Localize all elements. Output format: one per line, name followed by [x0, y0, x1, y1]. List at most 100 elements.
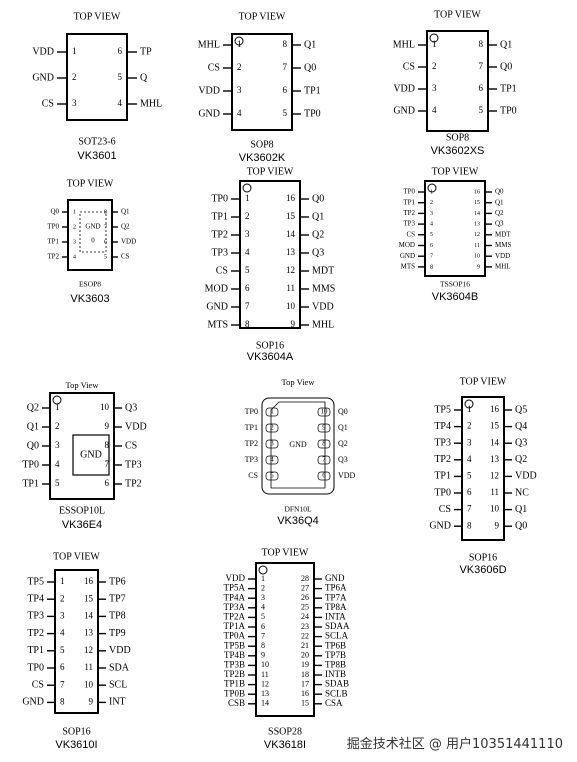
pin-number: 9: [89, 696, 94, 706]
model-name: VK36Q4: [277, 515, 319, 527]
pin-signal: TP1A: [223, 621, 245, 631]
pin-number: 1: [245, 193, 250, 203]
pin-signal: TP8A: [325, 602, 347, 612]
pin-number: 3: [261, 593, 265, 602]
pin-number: 11: [261, 670, 269, 679]
top-view-label: TOP VIEW: [239, 11, 286, 22]
pin-number: 2: [237, 62, 242, 72]
model-name: VK3606D: [459, 564, 506, 576]
pin-number: 3: [430, 211, 433, 217]
package-body: [261, 397, 335, 495]
pin-number: 16: [286, 193, 296, 203]
exposed-pad: [72, 434, 110, 476]
pin-signal: TP4: [434, 421, 451, 432]
chip-vk3606d: TOP VIEW1TP52TP43TP34TP25TP16TP07CS8GND1…: [429, 376, 536, 576]
pin-signal: TP5B: [224, 640, 245, 650]
pin-signal: TP2: [125, 478, 142, 489]
pin-signal: TP1: [211, 211, 228, 222]
pin-signal: Q1: [312, 211, 324, 222]
pin-number: 8: [105, 440, 110, 450]
pin-number: 10: [490, 504, 500, 514]
pin-number: 5: [270, 472, 274, 480]
pin-number: 1: [237, 39, 242, 49]
pin-number: 1: [60, 576, 65, 586]
pin-signal: TP5: [27, 576, 44, 587]
pad-label: GND: [289, 440, 307, 449]
package-body: [231, 33, 293, 131]
package-body: [461, 396, 505, 541]
pin-signal: TP1B: [224, 679, 245, 689]
pin-pad: [317, 407, 331, 417]
pin-number: 2: [72, 72, 77, 82]
pin-signal: Q1: [500, 39, 512, 50]
pin-signal: VDD: [121, 238, 136, 246]
model-name: VK3604B: [432, 291, 478, 303]
pin-signal: CS: [403, 61, 415, 72]
package-body: [239, 180, 301, 329]
pin-signal: GND: [429, 520, 451, 531]
pin-signal: Q1: [27, 421, 39, 432]
pin-number: 1: [467, 404, 472, 414]
pin-signal: CS: [248, 471, 258, 480]
pin-number: 15: [490, 421, 500, 431]
pin-number: 8: [467, 520, 472, 530]
pin-signal: TP4A: [223, 592, 245, 602]
pin-number: 12: [490, 470, 499, 480]
pin-number: 8: [479, 39, 484, 49]
pin-signal: TP1: [47, 238, 59, 246]
package-name: ESSOP10L: [59, 505, 105, 516]
pin-signal: Q3: [312, 247, 324, 258]
pin-number: 1: [55, 402, 60, 412]
pin-signal: VDD: [226, 573, 246, 583]
pin-signal: VDD: [312, 301, 334, 312]
pin-signal: Q3: [495, 220, 504, 228]
pin-number: 11: [286, 283, 295, 293]
pin-number: 5: [55, 478, 60, 488]
model-name: VK3603: [70, 293, 109, 305]
pin-signal: Q0: [27, 440, 39, 451]
pin-number: 3: [467, 437, 472, 447]
pin-signal: CS: [121, 253, 130, 261]
package-body: [66, 33, 128, 121]
pin-signal: Q3: [338, 455, 348, 464]
pin1-marker: [427, 183, 437, 193]
pin-signal: TP0: [47, 223, 59, 231]
top-view-label: TOP VIEW: [247, 166, 294, 177]
pin-number: 2: [467, 421, 472, 431]
pin-signal: TP3A: [223, 602, 245, 612]
pin-signal: Q1: [304, 39, 316, 50]
pin-number: 2: [73, 224, 76, 230]
pad-label: 0: [91, 237, 95, 245]
pin-signal: MMS: [312, 283, 335, 294]
pin-signal: SDA: [109, 662, 130, 673]
pin-number: 5: [479, 105, 484, 115]
package-name: SOP8: [250, 139, 273, 150]
pin-signal: Q2: [27, 402, 39, 413]
pin-signal: TP4B: [224, 650, 245, 660]
pin-signal: TP3: [125, 459, 142, 470]
pin-pad: [317, 471, 331, 481]
package-name: TSSOP16: [440, 280, 470, 289]
pin-number: 16: [301, 689, 309, 698]
exposed-pad: [79, 211, 107, 253]
pin-number: 4: [118, 98, 123, 108]
pin-number: 15: [84, 593, 94, 603]
pin-number: 13: [84, 628, 94, 638]
pin-number: 15: [301, 699, 309, 708]
pin-number: 2: [430, 200, 433, 206]
top-view-label: TOP VIEW: [67, 178, 114, 189]
pin-signal: VDD: [338, 471, 356, 480]
pin-number: 1: [432, 39, 437, 49]
pin-number: 9: [477, 264, 480, 270]
pin-number: 8: [104, 209, 107, 215]
pin-pad: [265, 423, 279, 433]
chip-vk3604a: TOP VIEW1TP02TP13TP24TP35CS6MOD7GND8MTS1…: [205, 166, 336, 363]
pin-signal: INTB: [325, 669, 346, 679]
pin-number: 11: [474, 243, 480, 249]
pin-number: 2: [432, 61, 437, 71]
pin-number: 6: [118, 46, 123, 56]
pin-number: 15: [286, 211, 296, 221]
pin-signal: MHL: [495, 263, 511, 271]
package-name: DFN10L: [284, 505, 312, 514]
pin1-marker: [429, 33, 439, 43]
